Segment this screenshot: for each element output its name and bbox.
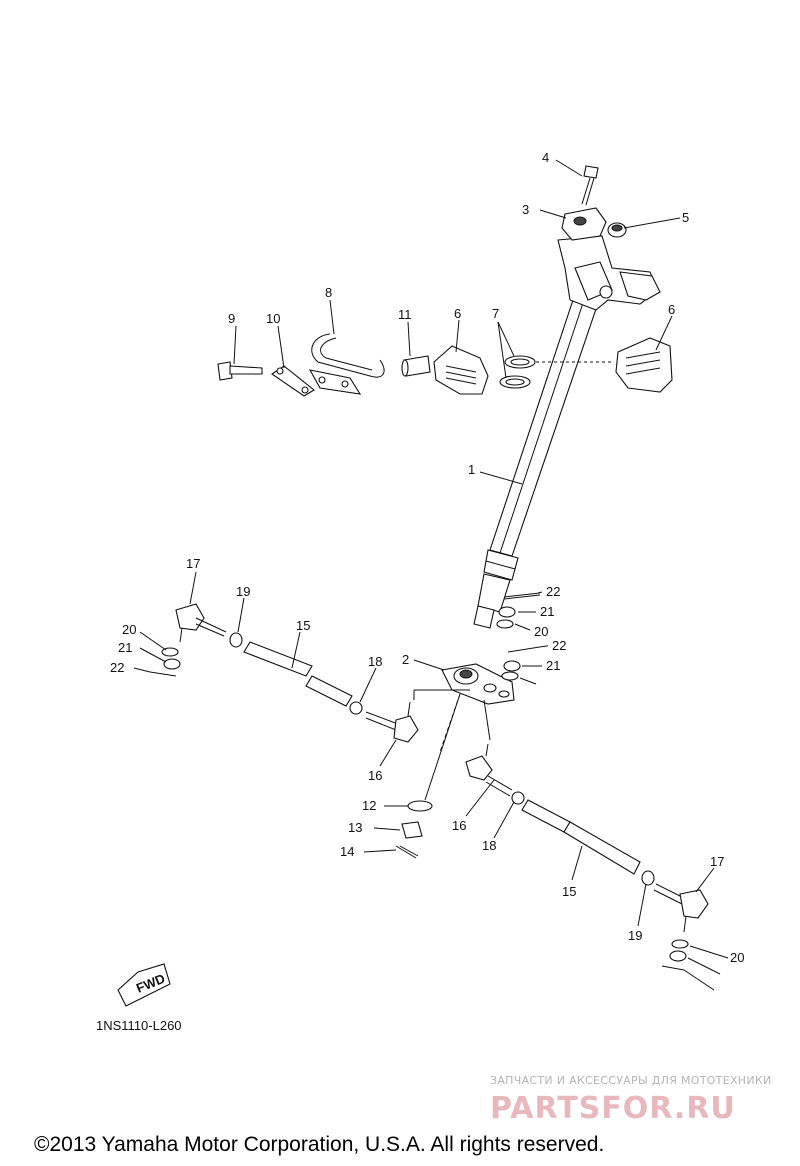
cotter-pin-part-14 [395,845,419,859]
callout-12: 12 [362,798,376,813]
nut-part-21-mid [503,660,521,672]
callout-21-left: 21 [118,640,132,655]
copyright-notice: ©2013 Yamaha Motor Corporation, U.S.A. A… [34,1133,604,1156]
callout-22-mid: 22 [552,638,566,653]
callout-16-left: 16 [368,768,382,783]
callout-3: 3 [522,202,529,217]
callout-6-left: 6 [454,306,461,321]
bolt-part-9 [217,361,263,381]
callout-10: 10 [266,311,280,326]
collar-part-11 [401,355,431,377]
plate-part-10 [271,365,315,397]
diagram-code: 1NS1110-L260 [96,1018,182,1033]
callout-8: 8 [325,285,332,300]
bracket-part-8 [308,333,385,395]
callout-2: 2 [402,652,409,667]
callout-22-upper: 22 [546,584,560,599]
washer-part-20-upper [496,619,514,629]
callout-16-right: 16 [452,818,466,833]
callout-9: 9 [228,311,235,326]
tie-rod-end-part-17-right [653,883,709,933]
callout-14: 14 [340,844,354,859]
washer-part-20-mid [501,671,519,681]
callout-18-right: 18 [482,838,496,853]
callout-21-mid: 21 [546,658,560,673]
callout-17-right: 17 [710,854,724,869]
handlebar-holder-part [561,207,607,241]
bolt-part-4 [581,165,599,206]
tie-rod-end-part-16-left [365,701,419,743]
bushing-holder-left-part [433,345,489,395]
bushing-part-7 [499,355,536,389]
nut-part-5 [607,222,627,238]
tie-rod-part-15-right [521,799,641,875]
callout-20-left: 20 [122,622,136,637]
callout-15-right: 15 [562,884,576,899]
callout-13: 13 [348,820,362,835]
cotter-pin-part-22-upper [503,592,541,600]
washer-part-12 [407,800,433,812]
steering-column-part [473,235,661,629]
tie-rod-end-part-17-left [175,603,227,643]
cotter-pin-part-22-mid [507,645,547,653]
watermark-tagline: ЗАПЧАСТИ И АКСЕССУАРЫ ДЛЯ МОТОТЕХНИКИ [490,1074,772,1087]
watermark-site: PARTSFOR.RU [490,1091,736,1126]
callout-4: 4 [542,150,549,165]
callout-15-left: 15 [296,618,310,633]
callout-6-right: 6 [668,302,675,317]
callout-21-upper: 21 [540,604,554,619]
washer-part-20-right [671,939,689,949]
nut-part-13 [401,821,423,839]
nut-part-21-left [163,658,181,670]
cotter-pin-part-22-right [661,965,685,971]
callout-18-left: 18 [368,654,382,669]
callout-20-right: 20 [730,950,744,965]
callout-17-left: 17 [186,556,200,571]
tie-rod-end-part-16-right [465,743,513,797]
nut-part-19-left [229,632,243,648]
cotter-pin-part-22-left [149,671,177,677]
tie-rod-part-15-left [243,641,353,707]
pitman-arm-part [441,663,515,705]
callout-7: 7 [492,306,499,321]
nut-part-21-right [669,950,687,962]
callout-1: 1 [468,462,475,477]
callout-19-left: 19 [236,584,250,599]
nut-part-21-upper [498,606,516,618]
callout-20-upper: 20 [534,624,548,639]
nut-part-19-right [641,870,655,886]
callout-22-left: 22 [110,660,124,675]
callout-11: 11 [398,307,412,322]
bushing-holder-right-part [615,337,673,393]
callout-5: 5 [682,210,689,225]
fwd-arrow-icon: FWD [117,963,171,1007]
nut-part-18-left [349,701,363,715]
callout-19-right: 19 [628,928,642,943]
callout-labels: 1 2 3 4 5 6 6 7 8 9 10 11 12 13 14 15 15… [110,150,744,965]
nut-part-18-right [511,791,525,805]
leader-lines [133,159,729,991]
watermark: ЗАПЧАСТИ И АКСЕССУАРЫ ДЛЯ МОТОТЕХНИКИ PA… [490,1074,772,1126]
